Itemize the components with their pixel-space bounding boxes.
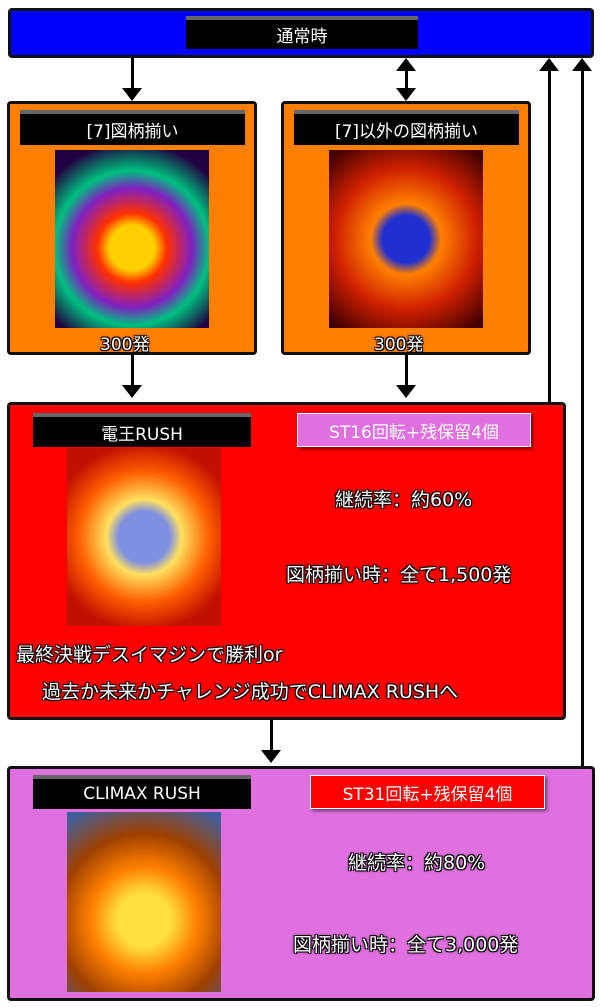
arrow-climax-to-normal	[581, 68, 584, 768]
444-reel-image	[329, 150, 483, 328]
arrow-normal-other-bidirectional	[405, 68, 408, 92]
branch-7-title: [7]図柄揃い	[20, 110, 245, 145]
deno-rush-st-badge: ST16回転+残保留4個	[297, 413, 531, 447]
arrowhead	[572, 58, 592, 71]
climax-bonus-image	[67, 812, 221, 992]
arrowhead	[396, 58, 416, 71]
777-reel-image	[55, 150, 209, 328]
branch-7-payout: 300発	[100, 335, 150, 355]
arrow-rush-to-normal	[548, 68, 551, 404]
arrowhead	[396, 88, 416, 101]
arrowhead	[122, 385, 142, 398]
climax-rush-rate: 継続率：約80%	[348, 852, 486, 874]
climax-rush-title: CLIMAX RUSH	[33, 775, 251, 809]
arrowhead	[261, 750, 281, 763]
arrow-rush-to-climax	[270, 720, 273, 752]
arrowhead	[122, 88, 142, 101]
deno-rush-rate: 継続率：約60%	[335, 489, 473, 511]
arrow-7-to-rush	[131, 355, 134, 387]
deno-rush-note-line2: 過去か未来かチャレンジ成功でCLIMAX RUSHへ	[42, 681, 459, 703]
deno-rush-payout: 図柄揃い時：全て1,500発	[286, 564, 512, 586]
climax-rush-st-badge: ST31回転+残保留4個	[310, 775, 545, 809]
deno-rush-title: 電王RUSH	[33, 413, 251, 447]
arrowhead	[396, 385, 416, 398]
arrow-normal-to-7	[131, 58, 134, 92]
branch-other-title: [7]以外の図柄揃い	[294, 110, 519, 145]
deno-rush-logo-image	[67, 448, 221, 626]
deno-rush-note-line1: 最終決戦デスイマジンで勝利or	[16, 644, 283, 666]
normal-state-title: 通常時	[186, 16, 418, 49]
branch-other-payout: 300発	[374, 335, 424, 355]
arrow-other-to-rush	[405, 355, 408, 387]
climax-rush-payout: 図柄揃い時：全て3,000発	[293, 934, 519, 956]
arrowhead	[539, 58, 559, 71]
